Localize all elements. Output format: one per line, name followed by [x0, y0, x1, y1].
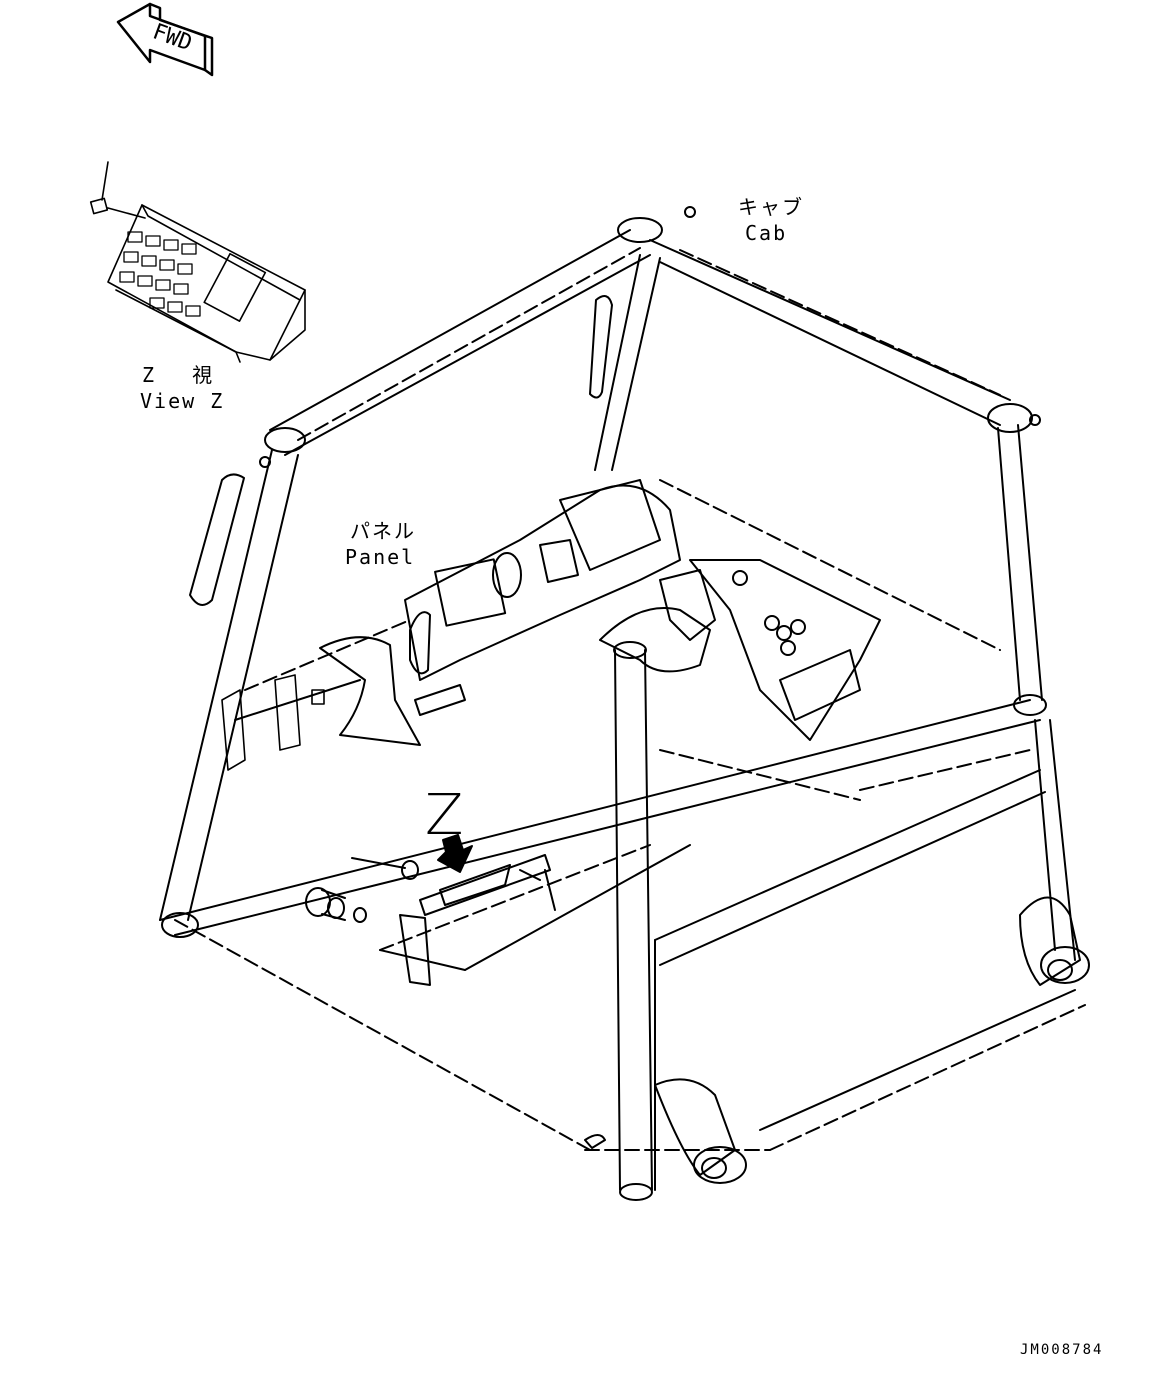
document-id: JM008784	[1020, 1342, 1104, 1358]
z-view-arrow-icon	[437, 834, 473, 873]
panel-side	[584, 479, 1031, 1151]
cab-roof-frame	[259, 206, 1041, 468]
z-hardware	[305, 857, 419, 923]
fwd-arrow-icon	[116, 2, 214, 77]
view-z-module	[89, 161, 306, 363]
panel-label-jp: パネル	[350, 519, 416, 543]
cab-label-jp: キャブ	[738, 195, 804, 219]
left-brackets	[221, 674, 325, 771]
panel-label-en: Panel	[345, 545, 416, 569]
mounting-brackets	[584, 896, 1090, 1184]
z-control-box	[379, 844, 691, 986]
dashboard-panel	[234, 479, 881, 746]
fwd-text: FWD	[149, 19, 195, 56]
view-z-pointer-label: Z	[425, 783, 464, 848]
cab-floor-frame	[159, 694, 1086, 1191]
view-z-label-jp: Z 視	[142, 363, 215, 387]
cab-label-en: Cab	[745, 221, 788, 245]
view-z-label-en: View Z	[140, 389, 225, 413]
cab-posts	[159, 254, 1043, 1201]
